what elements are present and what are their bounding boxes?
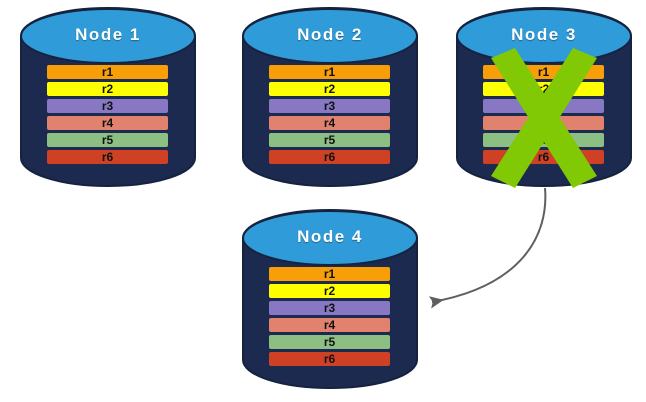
data-row-r6: r6 — [269, 352, 390, 366]
data-row-r2: r2 — [269, 82, 390, 96]
data-row-r3: r3 — [269, 301, 390, 315]
cylinder-top-ellipse — [242, 210, 418, 266]
data-row-r5: r5 — [47, 133, 168, 147]
data-row-r2: r2 — [483, 82, 604, 96]
node-row-stack: r1 r2 r3 r4 r5 r6 — [269, 65, 390, 164]
data-row-r1: r1 — [483, 65, 604, 79]
data-row-r1: r1 — [47, 65, 168, 79]
data-row-r6: r6 — [483, 150, 604, 164]
data-row-r1: r1 — [269, 65, 390, 79]
data-row-r1: r1 — [269, 267, 390, 281]
data-row-r3: r3 — [47, 99, 168, 113]
cylinder-top-ellipse — [456, 8, 632, 64]
data-row-r2: r2 — [269, 284, 390, 298]
data-row-r3: r3 — [269, 99, 390, 113]
data-row-r5: r5 — [483, 133, 604, 147]
data-row-r4: r4 — [269, 318, 390, 332]
cylinder-top-ellipse — [20, 8, 196, 64]
data-row-r4: r4 — [483, 116, 604, 130]
data-row-r4: r4 — [269, 116, 390, 130]
data-row-r2: r2 — [47, 82, 168, 96]
node-row-stack: r1 r2 r3 r4 r5 r6 — [483, 65, 604, 164]
data-row-r5: r5 — [269, 335, 390, 349]
data-row-r6: r6 — [269, 150, 390, 164]
cylinder-top-ellipse — [242, 8, 418, 64]
data-row-r4: r4 — [47, 116, 168, 130]
data-row-r3: r3 — [483, 99, 604, 113]
data-row-r6: r6 — [47, 150, 168, 164]
data-row-r5: r5 — [269, 133, 390, 147]
node-row-stack: r1 r2 r3 r4 r5 r6 — [269, 267, 390, 366]
node-row-stack: r1 r2 r3 r4 r5 r6 — [47, 65, 168, 164]
arrow-path — [428, 187, 547, 309]
